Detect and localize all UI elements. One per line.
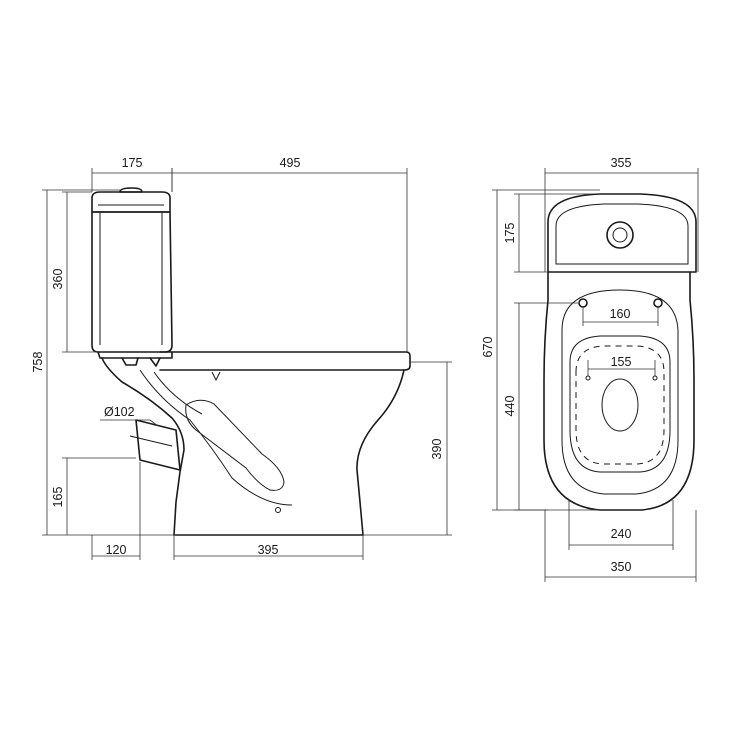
label-outlet-height: 165	[51, 487, 65, 508]
label-tank-top-depth: 175	[503, 223, 517, 244]
dim-390-seat-height: 390	[363, 361, 452, 536]
label-tank-height: 360	[51, 269, 65, 290]
label-bowl-width: 350	[611, 560, 632, 574]
dim-155-seat-holes: 155	[587, 355, 656, 376]
dim-240-base-width: 240	[568, 500, 674, 550]
label-base-length: 395	[258, 543, 279, 557]
label-outlet-offset: 120	[106, 543, 127, 557]
dim-495-bowl-length: 495	[171, 156, 408, 352]
label-seat-height: 390	[430, 439, 444, 460]
label-bowl-length: 495	[280, 156, 301, 170]
dim-355-tank-width: 355	[544, 156, 699, 272]
label-total-height: 758	[31, 352, 45, 373]
label-base-width: 240	[611, 527, 632, 541]
top-view: 355 175 670 440 160	[481, 156, 699, 582]
dim-175-tank-top-depth: 175	[503, 193, 600, 273]
dim-350-bowl-width: 350	[544, 510, 697, 582]
label-rear-holes: 160	[610, 307, 631, 321]
dim-395-base-length: 395	[173, 535, 364, 560]
dim-758-total-height: 758	[31, 189, 176, 536]
label-tank-width: 355	[611, 156, 632, 170]
dim-165-outlet-height: 165	[51, 457, 136, 535]
dim-175-tank-depth: 175	[91, 156, 173, 192]
side-tank	[91, 187, 173, 367]
top-tank	[547, 193, 697, 273]
dim-360-tank-height: 360	[51, 191, 98, 353]
label-total-length: 670	[481, 337, 495, 358]
dim-120-outlet-offset: 120	[91, 462, 141, 560]
label-bowl-depth: 440	[503, 396, 517, 417]
dim-440-bowl-depth: 440	[503, 302, 578, 511]
dim-outlet-diameter: Ø102	[100, 405, 159, 427]
side-view: 175 495 758 360 165	[31, 156, 452, 560]
label-tank-depth: 175	[122, 156, 143, 170]
flush-button-icon	[606, 221, 634, 249]
label-outlet-diameter: Ø102	[104, 405, 135, 419]
label-seat-holes: 155	[611, 355, 632, 369]
dim-670-total-length: 670	[481, 189, 600, 511]
dim-160-rear-holes: 160	[582, 307, 659, 326]
side-bowl	[101, 351, 411, 536]
top-bowl	[543, 271, 695, 511]
